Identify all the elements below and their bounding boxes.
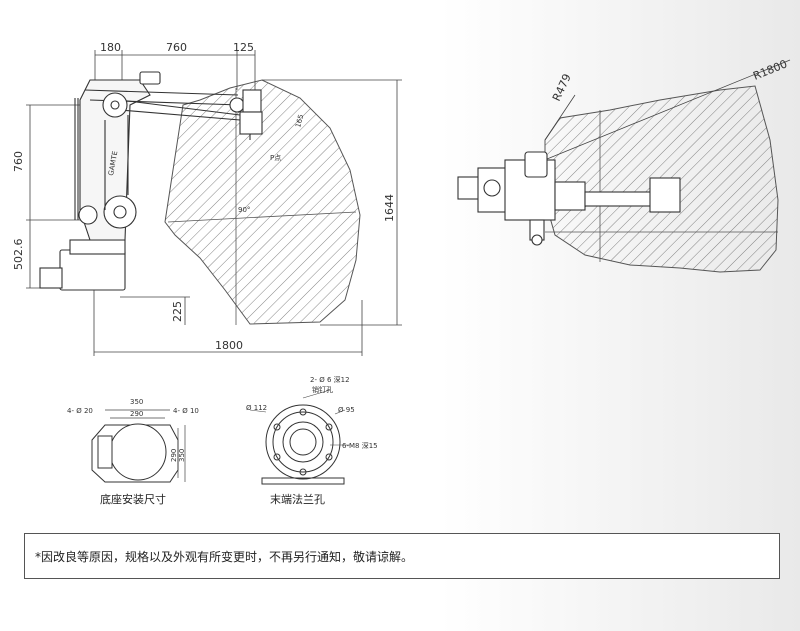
radius-outer-line <box>519 59 791 171</box>
flange-view: 2- Ø 6 深12 销钉孔 Ø 112 Ø 95 6-M8 深15 末端法兰孔 <box>246 375 378 506</box>
base-dim-350-v: 350 <box>178 449 186 462</box>
flange-d95: Ø 95 <box>338 406 355 414</box>
top-view: R479 R1800 <box>457 57 791 273</box>
radius-r479: R479 <box>550 72 574 103</box>
dim-760-left: 760 <box>12 151 25 172</box>
base-dim-290: 290 <box>130 410 143 418</box>
dim-1644: 1644 <box>383 194 396 222</box>
right-dimension <box>262 79 402 326</box>
side-work-envelope <box>164 79 361 325</box>
base-mount-view: 4- Ø 20 4- Ø 10 350 290 290 350 底座安装尺寸 <box>67 398 199 506</box>
base-holes-right-label: 4- Ø 10 <box>173 407 199 415</box>
footnote-box: *因改良等原因，规格以及外观有所变更时，不再另行通知，敬请谅解。 <box>24 533 780 579</box>
dim-760-top: 760 <box>166 41 187 54</box>
base-mount-caption: 底座安装尺寸 <box>100 492 166 506</box>
p-point-label: P点 <box>270 154 281 162</box>
base-dim-290-v: 290 <box>170 449 178 462</box>
robot-arm-top <box>457 151 681 246</box>
side-view: 180 760 125 760 502.6 1644 1800 225 <box>12 41 402 356</box>
dim-225: 225 <box>171 301 184 322</box>
bottom-dimension <box>93 290 363 356</box>
flange-pin-label: 2- Ø 6 深12 <box>310 375 350 384</box>
dim-1800: 1800 <box>215 339 243 352</box>
dim-180: 180 <box>100 41 121 54</box>
base-holes-left-label: 4- Ø 20 <box>67 407 93 415</box>
envelope-chord <box>167 211 357 223</box>
flange-pin-label-2: 销钉孔 <box>312 385 333 394</box>
dim-125: 125 <box>233 41 254 54</box>
dim-165: 165 <box>294 114 305 129</box>
flange-m8: 6-M8 深15 <box>342 441 378 450</box>
radius-inner-line <box>544 94 576 141</box>
radius-r1800: R1800 <box>751 57 789 82</box>
dim-502-6: 502.6 <box>12 239 25 271</box>
robot-arm-side <box>39 71 263 291</box>
angle-label: 90° <box>238 206 250 214</box>
flange-caption: 末端法兰孔 <box>270 492 325 506</box>
base-dim-350: 350 <box>130 398 143 406</box>
footnote-text: *因改良等原因，规格以及外观有所变更时，不再另行通知，敬请谅解。 <box>35 549 414 564</box>
flange-d112: Ø 112 <box>246 404 267 412</box>
